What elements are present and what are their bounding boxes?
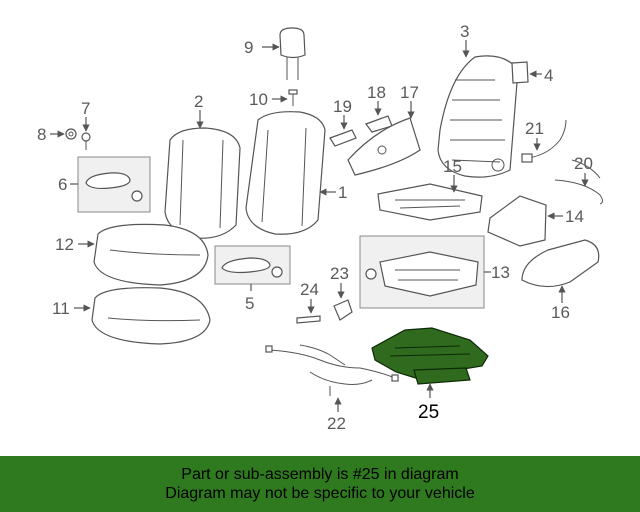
banner-line-1: Part or sub-assembly is #25 in diagram: [181, 466, 459, 483]
part-15-track-frame[interactable]: [377, 183, 483, 221]
part-19-cover[interactable]: [329, 129, 357, 147]
callout-9: 9: [244, 38, 253, 57]
callout-21: 21: [525, 119, 544, 138]
callout-15: 15: [443, 157, 462, 176]
callout-6: 6: [58, 175, 67, 194]
callout-4: 4: [544, 66, 553, 85]
callout-13: 13: [491, 263, 510, 282]
callout-23: 23: [330, 264, 349, 283]
part-21-cable[interactable]: [521, 119, 567, 163]
callout-22: 22: [327, 414, 346, 433]
callout-1: 1: [338, 183, 347, 202]
callout-2: 2: [194, 92, 203, 111]
part-2-seatback-cover[interactable]: [164, 127, 241, 239]
callout-18: 18: [367, 83, 386, 102]
part-8-washer[interactable]: [65, 128, 77, 140]
part-7-bolt[interactable]: [81, 132, 91, 150]
part-5-lever-group[interactable]: [214, 245, 291, 285]
callout-25: 25: [418, 402, 439, 423]
part-14-shield[interactable]: [487, 195, 547, 247]
callout-14: 14: [565, 207, 584, 226]
part-10-pin[interactable]: [288, 89, 298, 106]
callout-10: 10: [249, 90, 268, 109]
part-25-seat-adjuster[interactable]: [371, 327, 489, 385]
part-11-cushion[interactable]: [91, 287, 211, 345]
callout-24: 24: [300, 280, 319, 299]
callout-3: 3: [460, 22, 469, 41]
part-23-clip[interactable]: [333, 299, 353, 321]
part-12-cushion-cover[interactable]: [93, 223, 209, 286]
callout-12: 12: [55, 235, 74, 254]
part-20-cable[interactable]: [554, 159, 603, 205]
banner-line-2: Diagram may not be specific to your vehi…: [165, 485, 475, 502]
callout-19: 19: [333, 97, 352, 116]
callout-7: 7: [81, 99, 90, 118]
part-1-seatback[interactable]: [245, 111, 326, 235]
part-9-headrest[interactable]: [279, 27, 306, 80]
part-4-bracket[interactable]: [511, 61, 529, 84]
part-22-wire-harness[interactable]: [265, 344, 399, 396]
part-16-side-cover[interactable]: [521, 239, 600, 288]
callout-16: 16: [551, 303, 570, 322]
part-13-adjuster-group[interactable]: [359, 235, 485, 309]
callout-8: 8: [37, 125, 46, 144]
info-banner: Part or sub-assembly is #25 in diagram D…: [0, 456, 640, 512]
callout-5: 5: [245, 294, 254, 313]
callout-20: 20: [574, 154, 593, 173]
callout-11: 11: [52, 299, 70, 318]
callout-17: 17: [400, 83, 419, 102]
part-17-side-shield[interactable]: [347, 117, 421, 176]
parts-diagram: 9 10 2 1 7 8 6: [37, 22, 603, 433]
part-6-lever-group[interactable]: [77, 156, 151, 213]
part-24-bracket[interactable]: [296, 315, 321, 324]
